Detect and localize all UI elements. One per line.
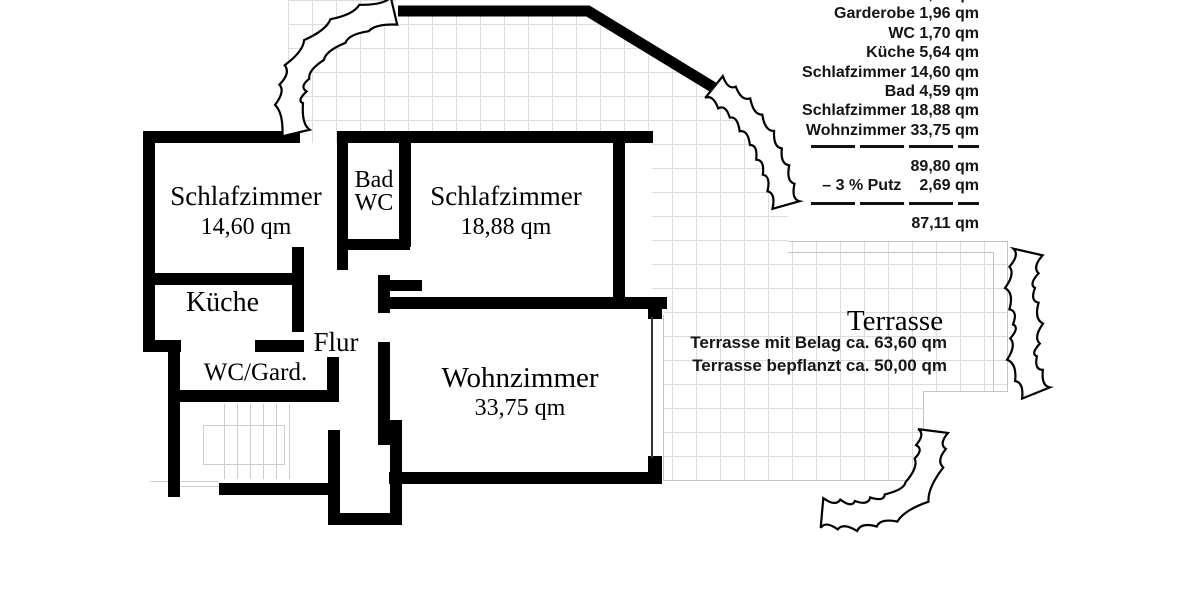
staircase-step: [263, 404, 264, 479]
summary-item: Küche 5,64 qm: [866, 44, 979, 62]
staircase-step: [237, 404, 238, 479]
room-label-schlafzimmer1: Schlafzimmer: [170, 181, 322, 211]
wall: [648, 456, 662, 476]
wall: [337, 143, 348, 270]
wall: [648, 309, 662, 319]
staircase-landing: [203, 425, 285, 465]
wall: [399, 143, 411, 247]
wall: [337, 131, 653, 143]
summary-divider: [811, 145, 979, 148]
summary-subtotal: 89,80 qm: [910, 157, 979, 175]
wall: [143, 131, 300, 143]
room-label-schlafzimmer2: Schlafzimmer: [430, 181, 582, 211]
room-label-bad: Bad WC: [340, 167, 408, 216]
terrace-detail-line1: Terrasse mit Belag ca. 63,60 qm: [690, 333, 947, 352]
staircase-step: [150, 481, 218, 482]
summary-item: Schlafzimmer 18,88 qm: [802, 102, 979, 120]
summary-item: Schlafzimmer 14,60 qm: [802, 63, 979, 81]
terrace-edge-line: [788, 241, 1008, 242]
wall: [390, 443, 402, 525]
summary-item: Wohnzimmer 33,75 qm: [805, 121, 979, 139]
wall: [170, 390, 327, 402]
wall: [143, 131, 155, 352]
summary-deduction: – 3 % Putz 2,69 qm: [679, 176, 979, 195]
room-area-schlafzimmer1: 14,60 qm: [200, 214, 292, 240]
terrace-title: Terrasse: [846, 305, 944, 337]
terrace-edge-line: [788, 252, 994, 253]
terrace-edge-line: [663, 315, 664, 481]
terrace-edge-line: [663, 480, 924, 481]
room-label-bad-line1: Bad: [354, 167, 394, 193]
wall: [328, 513, 402, 525]
room-area-schlafzimmer2: 18,88 qm: [460, 214, 552, 240]
room-label-kueche: Küche: [185, 287, 260, 318]
terrace-detail-line2: Terrasse bepflanzt ca. 50,00 qm: [692, 356, 947, 375]
terrace-edge-line: [923, 391, 924, 481]
wall: [389, 472, 662, 484]
staircase-step: [180, 486, 220, 487]
wall: [328, 430, 340, 525]
staircase-step: [289, 404, 290, 479]
room-label-wc-gard: WC/Gard.: [203, 359, 308, 386]
room-area-wohnzimmer: 33,75 qm: [474, 395, 566, 421]
summary-deduction-value: 2,69 qm: [919, 177, 979, 195]
room-label-bad-line2: WC: [354, 190, 394, 216]
summary-item: WC 1,70 qm: [888, 24, 979, 42]
wall: [327, 357, 339, 402]
summary-item: Garderobe 1,96 qm: [834, 5, 979, 23]
terrace-edge-line: [923, 391, 1008, 392]
summary-deduction-label: – 3 % Putz: [822, 177, 902, 195]
wall: [340, 239, 410, 250]
terrace-edge-line: [993, 252, 994, 392]
terrace-edge-line: [1007, 241, 1008, 392]
room-label-flur: Flur: [313, 327, 359, 357]
window: [651, 317, 653, 458]
summary-item: Bad 4,59 qm: [884, 82, 979, 100]
wall: [292, 247, 304, 332]
wall: [378, 280, 422, 291]
summary-divider: [811, 202, 979, 205]
terrace-details: Terrasse mit Belag ca. 63,60 qm Terrasse…: [617, 331, 947, 377]
shrub-outline: [1003, 246, 1054, 401]
room-label-wohnzimmer: Wohnzimmer: [441, 362, 599, 394]
staircase-step: [250, 404, 251, 479]
staircase-step: [276, 404, 277, 479]
wall: [255, 340, 304, 352]
wall: [378, 297, 667, 309]
wall: [168, 340, 180, 497]
area-summary: Flur 8,68 qm Garderobe 1,96 qm WC 1,70 q…: [679, 0, 979, 233]
wall: [378, 342, 390, 445]
staircase-step: [224, 404, 225, 479]
wall: [155, 273, 304, 285]
summary-total: 87,11 qm: [911, 214, 979, 232]
wall: [219, 483, 340, 495]
wall: [613, 143, 625, 309]
summary-item: Flur 8,68 qm: [679, 0, 979, 4]
